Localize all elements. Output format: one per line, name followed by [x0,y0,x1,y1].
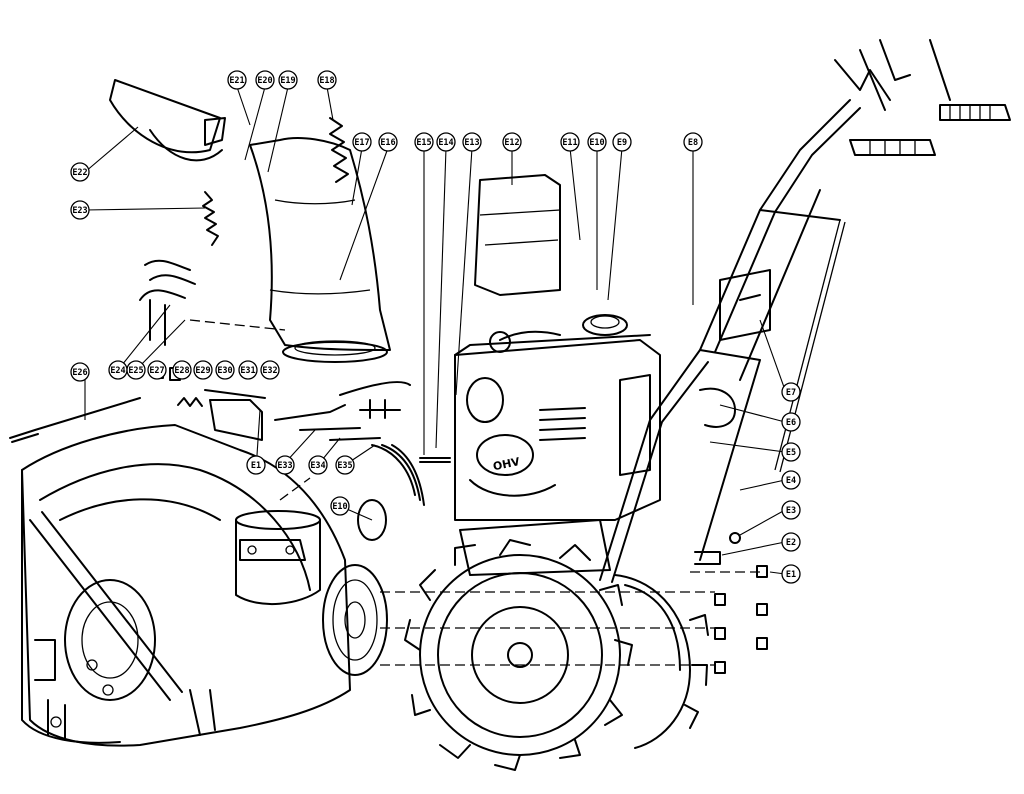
callout-2: E2 [781,532,801,552]
discharge-chute [249,137,391,363]
callout-5: E5 [781,442,801,462]
hardware-nuts [694,532,768,674]
callout-label: E21 [229,76,244,86]
callout-label: E19 [280,76,295,86]
auger-housing [21,424,351,747]
callout-label: E28 [174,366,189,376]
callout-label: E24 [110,366,125,376]
handle-frame [599,39,1011,583]
engine-shroud [474,174,561,296]
callout-label: E7 [786,388,796,398]
callout-22: E22 [70,162,90,182]
callout-label: E32 [262,366,277,376]
callout-label: E29 [195,366,210,376]
callout-27: E27 [147,360,167,380]
chute-collar [235,510,321,606]
callout-label: E1 [251,461,261,471]
callout-23: E23 [70,200,90,220]
callout-label: E31 [240,366,255,376]
chute-crank [9,259,196,443]
callout-9: E9 [612,132,632,152]
callout-18: E18 [317,70,337,90]
callout-label: E10 [589,138,604,148]
callout-label: E35 [337,461,352,471]
callout-label: E17 [354,138,369,148]
callout-label: E33 [277,461,292,471]
callout-10: E10 [587,132,607,152]
engine-logo: OHV [492,455,522,473]
callout-label: E4 [786,476,796,486]
callout-30: E30 [215,360,235,380]
callout-label: E3 [786,506,796,516]
callout-label: E16 [380,138,395,148]
callout-26: E26 [70,362,90,382]
callout-label: E13 [464,138,479,148]
engine [419,314,661,576]
callout-21: E21 [227,70,247,90]
callout-14: E14 [436,132,456,152]
callout-label: E10 [332,502,347,512]
callout-label: E25 [128,366,143,376]
control-linkage-parts [154,367,411,441]
callout-label: E34 [310,461,325,471]
callout-label: E26 [72,368,87,378]
callout-35: E35 [335,455,355,475]
callout-6: E6 [781,412,801,432]
axle-explode-lines [189,319,760,666]
callout-label: E18 [319,76,334,86]
callout-label: E20 [257,76,272,86]
callout-label: E11 [562,138,577,148]
belt-pulleys [322,444,425,676]
callout-12: E12 [502,132,522,152]
callout-15: E15 [414,132,434,152]
callout-25: E25 [126,360,146,380]
callout-3: E3 [781,500,801,520]
callout-label: E2 [786,538,796,548]
callout-29: E29 [193,360,213,380]
callout-20: E20 [255,70,275,90]
tires [404,539,709,771]
callout-19: E19 [278,70,298,90]
callout-36: E1 [246,455,266,475]
callout-34: E34 [308,455,328,475]
callout-31: E31 [238,360,258,380]
callout-13: E13 [462,132,482,152]
callout-11: E11 [560,132,580,152]
springs [177,117,349,407]
callout-bubbles: E1E2E3E4E5E6E7E8E9E10E11E12E13E14E15E16E… [70,70,801,584]
callout-label: E14 [438,138,453,148]
callout-label: E12 [504,138,519,148]
callout-4: E4 [781,470,801,490]
callout-label: E6 [786,418,796,428]
callout-label: E30 [217,366,232,376]
callout-7: E7 [781,382,801,402]
callout-leaders [84,86,786,575]
callout-label: E23 [72,206,87,216]
callout-8: E8 [683,132,703,152]
callout-32: E32 [260,360,280,380]
callout-label: E5 [786,448,796,458]
chute-deflector [109,79,226,162]
callout-label: E27 [149,366,164,376]
callout-24: E24 [108,360,128,380]
callout-17: E17 [352,132,372,152]
callout-33: E33 [275,455,295,475]
callout-label: E15 [416,138,431,148]
callout-label: E9 [617,138,627,148]
callout-label: E1 [786,570,796,580]
callout-37: E10 [330,496,350,516]
callout-1: E1 [781,564,801,584]
callout-label: E22 [72,168,87,178]
callout-16: E16 [378,132,398,152]
handle-grips [849,104,1011,156]
callout-label: E8 [688,138,698,148]
callout-28: E28 [172,360,192,380]
